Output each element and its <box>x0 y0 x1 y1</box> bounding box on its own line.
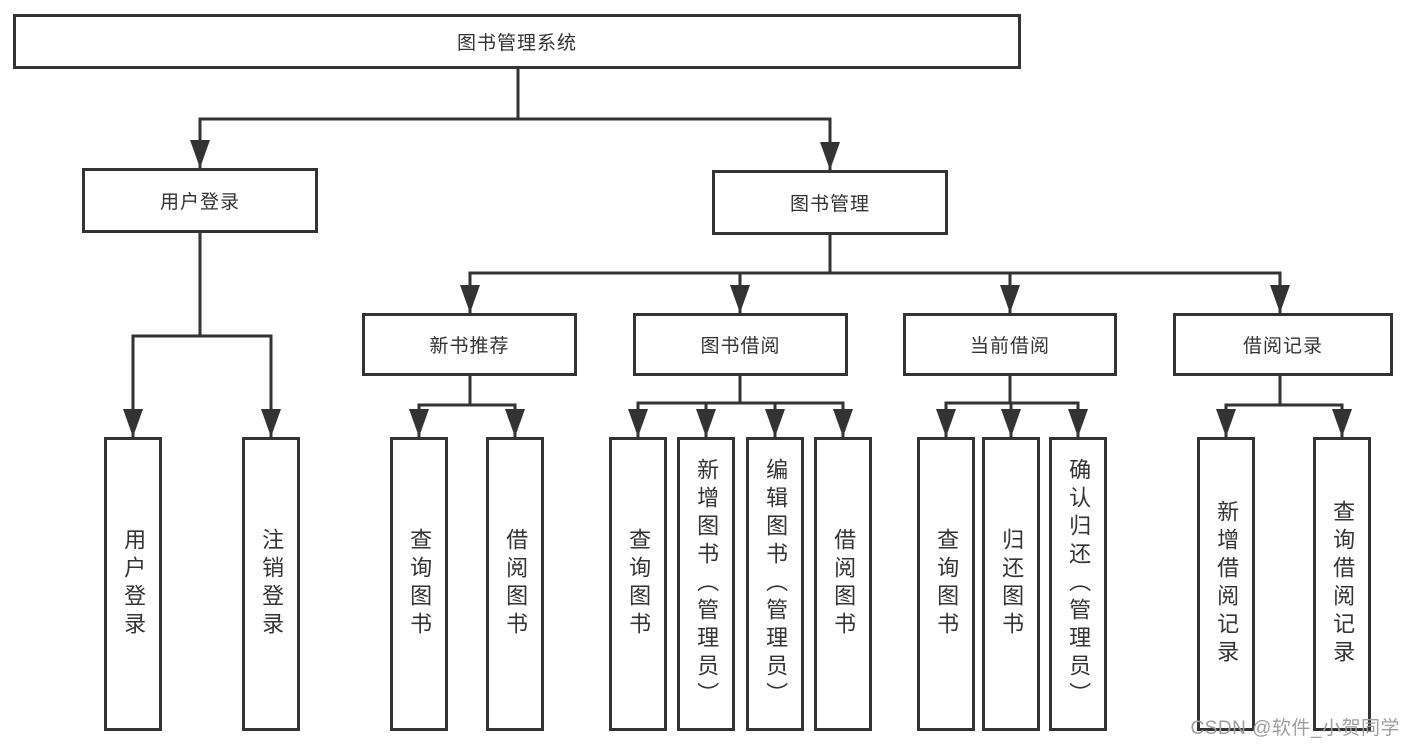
node-label: 新书推荐 <box>429 336 510 357</box>
leaf-current-return-books: 归还图书 <box>982 437 1040 731</box>
leaf-label: 借阅图书 <box>503 528 529 640</box>
leaf-label: 查询图书 <box>626 528 652 640</box>
leaf-logout: 注销登录 <box>242 437 300 731</box>
node-root-system: 图书管理系统 <box>13 14 1021 69</box>
connector-bookmgmt-to-level3 <box>468 233 1282 315</box>
node-book-borrow: 图书借阅 <box>633 313 848 376</box>
leaf-borrow-edit-books-admin: 编辑图书（管理员） <box>746 437 804 731</box>
leaf-label: 编辑图书（管理员） <box>763 458 789 710</box>
arrowhead <box>190 140 210 168</box>
node-label: 借阅记录 <box>1242 336 1323 357</box>
connector-borrowrecords-to-leaves <box>1224 374 1344 439</box>
arrowhead <box>409 409 429 437</box>
leaf-user-login: 用户登录 <box>104 437 162 731</box>
arrowhead <box>730 285 750 313</box>
node-book-management: 图书管理 <box>712 170 948 235</box>
connector-root-to-level2 <box>198 67 832 172</box>
node-label: 当前借阅 <box>969 336 1050 357</box>
leaf-label: 确认归还（管理员） <box>1066 458 1092 710</box>
node-new-book-recommend: 新书推荐 <box>362 313 577 376</box>
connector-newbook-to-leaves <box>417 374 517 439</box>
node-user-login: 用户登录 <box>82 168 318 233</box>
arrowhead <box>1216 409 1236 437</box>
arrowhead <box>505 409 525 437</box>
leaf-label: 新增图书（管理员） <box>694 458 720 710</box>
leaf-label: 用户登录 <box>121 528 147 640</box>
leaf-label: 归还图书 <box>999 528 1025 640</box>
leaf-borrow-add-books-admin: 新增图书（管理员） <box>677 437 735 731</box>
arrowhead <box>460 285 480 313</box>
node-borrow-records: 借阅记录 <box>1173 313 1393 376</box>
watermark: CSDN @软件_小贺同学 <box>1190 718 1400 739</box>
arrowhead <box>123 409 143 437</box>
leaf-current-query-books: 查询图书 <box>917 437 975 731</box>
node-label: 图书管理 <box>789 194 870 215</box>
arrowhead <box>1000 285 1020 313</box>
leaf-records-add-record: 新增借阅记录 <box>1197 437 1255 731</box>
arrowhead <box>765 409 785 437</box>
leaf-borrow-borrow-books: 借阅图书 <box>814 437 872 731</box>
connector-bookborrow-to-leaves <box>636 374 845 439</box>
leaf-label: 查询图书 <box>934 528 960 640</box>
arrowhead <box>1068 409 1088 437</box>
leaf-label: 查询图书 <box>407 528 433 640</box>
arrowhead <box>820 142 840 170</box>
leaf-newbook-query-books: 查询图书 <box>390 437 448 731</box>
arrowhead <box>1001 409 1021 437</box>
arrowhead <box>261 409 281 437</box>
leaf-label: 注销登录 <box>259 528 285 640</box>
node-label: 用户登录 <box>159 192 240 213</box>
arrowhead <box>1332 409 1352 437</box>
arrowhead <box>1270 285 1290 313</box>
leaf-label: 查询借阅记录 <box>1330 500 1356 668</box>
arrowhead <box>936 409 956 437</box>
leaf-newbook-borrow-books: 借阅图书 <box>486 437 544 731</box>
leaf-records-query-record: 查询借阅记录 <box>1313 437 1371 731</box>
node-label: 图书管理系统 <box>456 33 577 54</box>
node-label: 图书借阅 <box>700 336 781 357</box>
leaf-label: 借阅图书 <box>831 528 857 640</box>
arrowhead <box>628 409 648 437</box>
leaf-current-confirm-return-admin: 确认归还（管理员） <box>1049 437 1107 731</box>
leaf-label: 新增借阅记录 <box>1214 500 1240 668</box>
arrowheads <box>123 140 1352 437</box>
connector-userlogin-to-leaves <box>131 231 273 439</box>
arrowhead <box>833 409 853 437</box>
leaf-borrow-query-books: 查询图书 <box>609 437 667 731</box>
node-current-borrow: 当前借阅 <box>903 313 1117 376</box>
arrowhead <box>696 409 716 437</box>
